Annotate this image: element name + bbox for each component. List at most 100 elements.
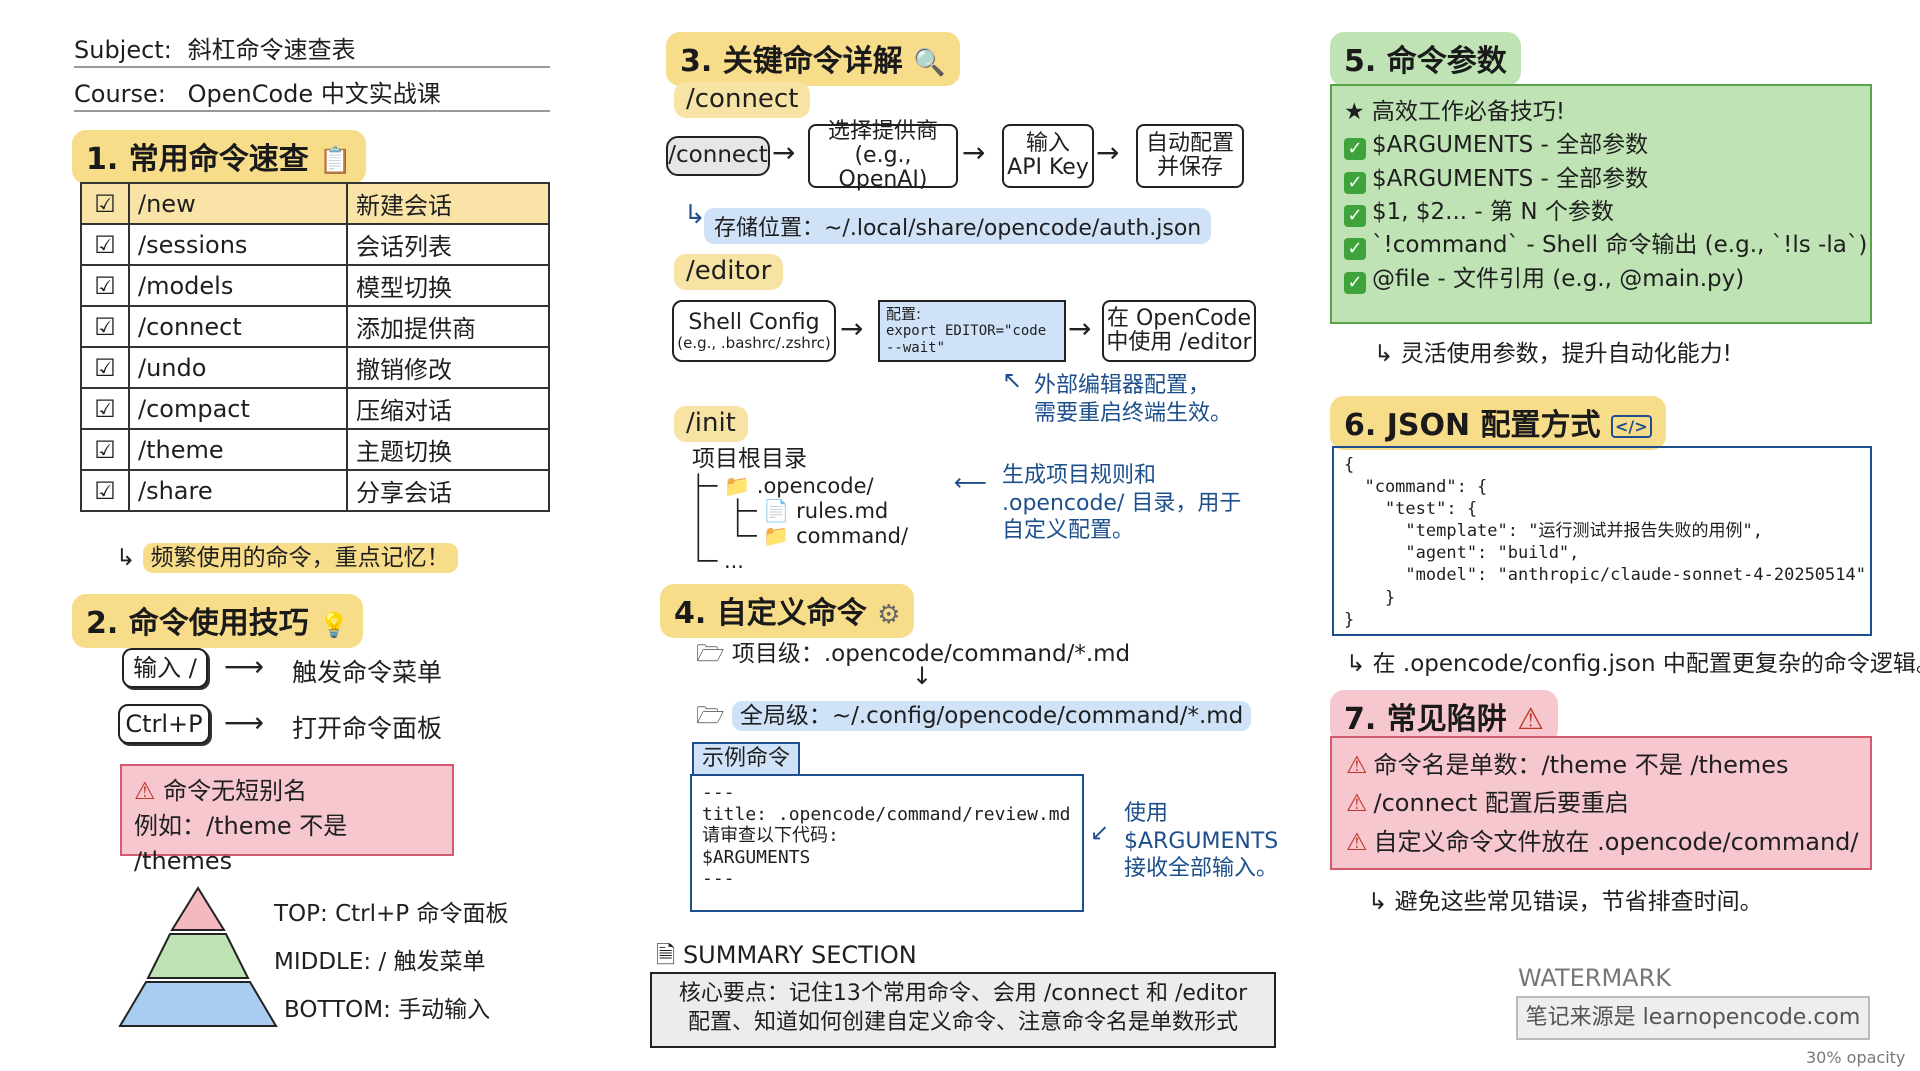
param-item: ✓$ARGUMENTS - 全部参数 [1344, 163, 1858, 196]
course-value: OpenCode 中文实战课 [187, 80, 441, 108]
priority-pyramid [118, 886, 278, 1027]
arrow-icon: ⟶ [224, 706, 265, 739]
checkbox-icon: ☑ [80, 469, 130, 512]
warning-icon: ⚠ [1346, 827, 1368, 856]
json-line: "test": { [1344, 499, 1478, 520]
pitfall-item: ⚠命令名是单数：/theme 不是 /themes [1346, 751, 1789, 779]
folder-icon: 🗁 [696, 641, 725, 667]
tree-item: │ ├─ 📄 rules.md [692, 498, 889, 523]
curve-arrow-icon: ↳ [1368, 889, 1388, 915]
command-desc: 主题切换 [346, 428, 550, 471]
json-line: "template": "运行测试并报告失败的用例", [1344, 521, 1763, 542]
param-item: ✓`!command` - Shell 命令输出 (e.g., `!ls -la… [1344, 229, 1867, 262]
lightbulb-icon: 💡 [319, 611, 350, 639]
warning-icon: ⚠ [1517, 702, 1545, 737]
back-arrow-icon: ↖ [1002, 366, 1023, 394]
back-arrow-icon: ⟵ [954, 470, 987, 496]
editor-config-box: 配置: export EDITOR="code --wait" [878, 300, 1066, 362]
command-name: /share [128, 469, 348, 512]
section4-title: 4. 自定义命令 ⚙ [660, 584, 915, 638]
curve-arrow-icon: ↳ [684, 200, 706, 230]
command-desc: 撤销修改 [346, 346, 550, 389]
command-name: /models [128, 264, 348, 307]
command-desc: 压缩对话 [346, 387, 550, 430]
course-label: Course: [74, 80, 166, 108]
checkbox-icon: ☑ [80, 182, 130, 225]
command-name: /sessions [128, 223, 348, 266]
section7-note: ↳ 避免这些常见错误，节省排查时间。 [1368, 889, 1763, 915]
command-desc: 新建会话 [346, 182, 550, 225]
subject-line: Subject: 斜杠命令速查表 [74, 30, 550, 68]
example-note: 使用 $ARGUMENTS 接收全部输入。 [1124, 801, 1279, 881]
checkbox-icon: ☑ [80, 387, 130, 430]
section6-note: ↳ 在 .opencode/config.json 中配置更复杂的命令逻辑。 [1346, 651, 1920, 677]
arrow-icon: → [840, 312, 864, 345]
checkbox-icon: ☑ [80, 428, 130, 471]
folder-icon: 🗁 [696, 703, 725, 729]
subject-value: 斜杠命令速查表 [187, 36, 356, 64]
curve-arrow-icon: ↳ [1374, 341, 1394, 367]
command-name: /new [128, 182, 348, 225]
json-line: { [1344, 455, 1355, 475]
arrow-icon: ⟶ [224, 650, 265, 683]
connect-box: /connect [666, 136, 770, 176]
check-icon: ✓ [1344, 271, 1366, 294]
section1-note: ↳ 频繁使用的命令，重点记忆！ [116, 538, 458, 573]
editor-note: 外部编辑器配置， 需要重启终端生效。 [1034, 373, 1233, 426]
connect-storage: 存储位置：~/.local/share/opencode/auth.json [704, 208, 1212, 244]
curve-arrow-icon: ↳ [1346, 651, 1366, 677]
json-code-box: { "command": { "test": { "template": "运行… [1332, 446, 1872, 636]
check-icon: ✓ [1344, 138, 1366, 161]
example-tab: 示例命令 [692, 742, 801, 774]
watermark-label: WATERMARK [1518, 964, 1672, 992]
command-name: /theme [128, 428, 348, 471]
summary-box: 核心要点：记住13个常用命令、会用 /connect 和 /editor 配置、… [650, 972, 1276, 1048]
gear-icon: ⚙ [877, 600, 901, 630]
connect-subheading: /connect [674, 82, 811, 118]
example-code-box: --- title: .opencode/command/review.md 请… [690, 774, 1084, 912]
pitfall-item: ⚠自定义命令文件放在 .opencode/command/ [1346, 827, 1859, 856]
clipboard-icon: 📋 [319, 146, 352, 176]
warning-icon: ⚠ [134, 777, 156, 805]
back-arrow-icon: ↙ [1090, 820, 1110, 846]
tree-item: └─ ... [692, 549, 744, 574]
params-star-line: ★ 高效工作必备技巧! [1344, 99, 1566, 125]
subject-label: Subject: [74, 36, 172, 64]
watermark-opacity: 30% opacity [1806, 1048, 1906, 1067]
section3-title: 3. 关键命令详解 🔍 [666, 32, 960, 86]
checkbox-icon: ☑ [80, 264, 130, 307]
summary-heading: 🗎 SUMMARY SECTION [656, 941, 917, 969]
tree-item: ├─ 📁 .opencode/ [692, 473, 874, 498]
checkbox-icon: ☑ [80, 305, 130, 348]
section5-title: 5. 命令参数 [1330, 32, 1521, 86]
tree-root: 项目根目录 [692, 446, 807, 472]
check-icon: ✓ [1344, 238, 1366, 261]
pitfalls-box: ⚠命令名是单数：/theme 不是 /themes ⚠/connect 配置后要重… [1330, 736, 1872, 870]
json-line: "command": { [1344, 477, 1488, 498]
arrow-icon: → [962, 136, 986, 169]
project-tree: 项目根目录 ├─ 📁 .opencode/ │ ├─ 📄 rules.md │ … [692, 446, 908, 574]
code-icon: </> [1611, 415, 1652, 438]
pyramid-bottom-label: BOTTOM: 手动输入 [284, 997, 491, 1023]
check-icon: ✓ [1344, 205, 1366, 228]
json-line: } [1344, 587, 1396, 608]
checkbox-icon: ☑ [80, 223, 130, 266]
connect-step1: 选择提供商(e.g., OpenAI) [808, 119, 958, 192]
section5-note: ↳ 灵活使用参数，提升自动化能力! [1374, 341, 1732, 367]
pyramid-middle [146, 933, 250, 979]
command-name: /compact [128, 387, 348, 430]
warning-icon: ⚠ [1346, 751, 1368, 779]
json-line: "agent": "build", [1344, 543, 1580, 564]
pitfall-item: ⚠/connect 配置后要重启 [1346, 789, 1629, 818]
pyramid-top-label: TOP: Ctrl+P 命令面板 [274, 901, 509, 927]
command-desc: 模型切换 [346, 264, 550, 307]
pyramid-middle-label: MIDDLE: / 触发菜单 [274, 949, 486, 975]
down-arrow-icon: ↓ [912, 662, 933, 690]
